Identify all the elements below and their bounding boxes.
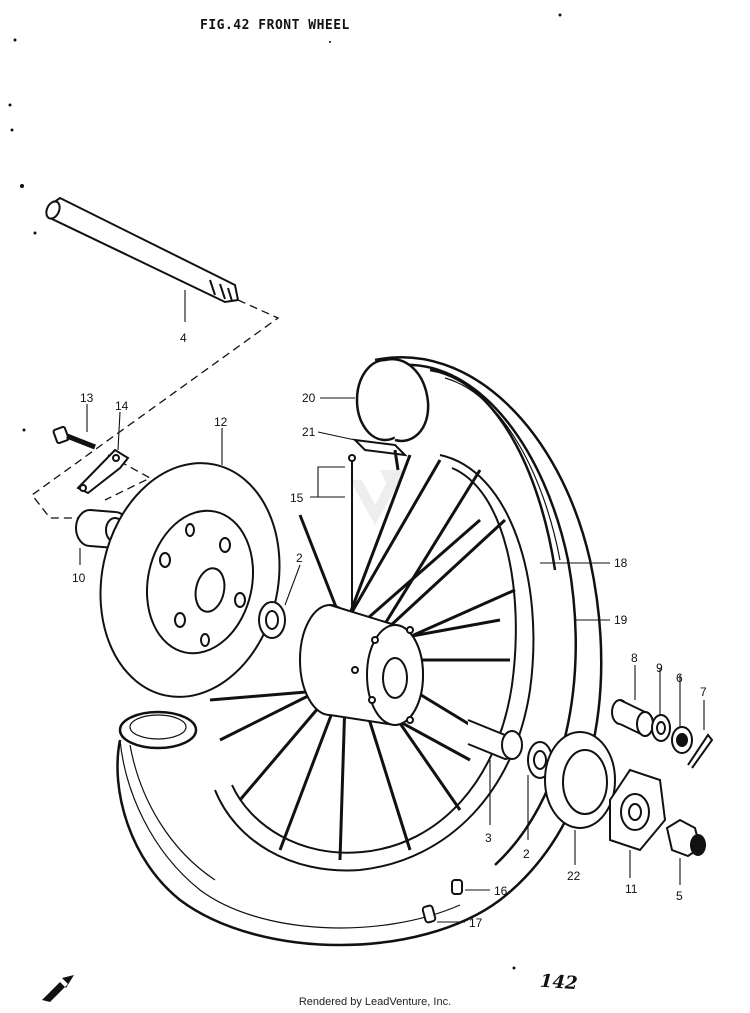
callout-2-right: 2 bbox=[523, 847, 530, 861]
callout-6: 6 bbox=[676, 671, 683, 685]
valve-part bbox=[352, 438, 408, 471]
callout-7: 7 bbox=[700, 685, 707, 699]
scan-specks bbox=[8, 13, 562, 970]
castle-nut-part bbox=[671, 726, 693, 754]
callout-22: 22 bbox=[567, 869, 581, 883]
spoke-nipple-part bbox=[451, 879, 463, 895]
callout-14: 14 bbox=[115, 399, 129, 413]
callout-19: 19 bbox=[614, 613, 628, 627]
figure-title: FIG.42 FRONT WHEEL bbox=[200, 18, 350, 33]
bracket-part bbox=[76, 448, 130, 495]
spacer-part bbox=[611, 699, 654, 738]
watermark-logo bbox=[350, 470, 405, 525]
speedometer-gearbox-part bbox=[609, 768, 667, 852]
callout-2-left: 2 bbox=[296, 551, 303, 565]
callout-13: 13 bbox=[80, 391, 94, 405]
render-credit: Rendered by LeadVenture, Inc. bbox=[298, 996, 452, 1008]
page-number: 142 bbox=[539, 970, 579, 995]
callout-3: 3 bbox=[485, 831, 492, 845]
callout-18: 18 bbox=[614, 556, 628, 570]
spoke-set-part bbox=[348, 454, 356, 610]
callout-15: 15 bbox=[290, 491, 304, 505]
callout-21: 21 bbox=[302, 425, 316, 439]
callout-12: 12 bbox=[214, 415, 228, 429]
brake-disc-part bbox=[99, 462, 281, 698]
bearing-left-part bbox=[258, 601, 286, 639]
callout-9: 9 bbox=[656, 661, 663, 675]
hub-part bbox=[299, 604, 514, 761]
callout-11: 11 bbox=[625, 882, 638, 896]
callout-17: 17 bbox=[469, 916, 483, 930]
tube-part bbox=[355, 357, 430, 443]
leader-lines bbox=[79, 290, 705, 923]
callout-10: 10 bbox=[72, 571, 86, 585]
bearing-right-part bbox=[501, 730, 553, 779]
bolt-part bbox=[52, 425, 96, 450]
rim-part bbox=[214, 454, 535, 872]
assembly-dash-line bbox=[31, 299, 280, 519]
callout-5: 5 bbox=[676, 889, 683, 903]
callout-8: 8 bbox=[631, 651, 638, 665]
callout-labels: 4 13 14 12 10 2 20 21 15 18 19 8 9 6 7 3… bbox=[72, 331, 707, 930]
callout-4: 4 bbox=[180, 331, 187, 345]
cotter-pin-part bbox=[687, 733, 714, 769]
axle-part bbox=[45, 196, 240, 304]
callout-16: 16 bbox=[494, 884, 508, 898]
arrow-icon bbox=[42, 975, 74, 1002]
washer-part bbox=[651, 714, 671, 742]
callout-20: 20 bbox=[302, 391, 316, 405]
axle-nut-part bbox=[665, 818, 706, 858]
rim-band-clip-part bbox=[421, 904, 437, 924]
dust-seal-part bbox=[544, 731, 616, 829]
